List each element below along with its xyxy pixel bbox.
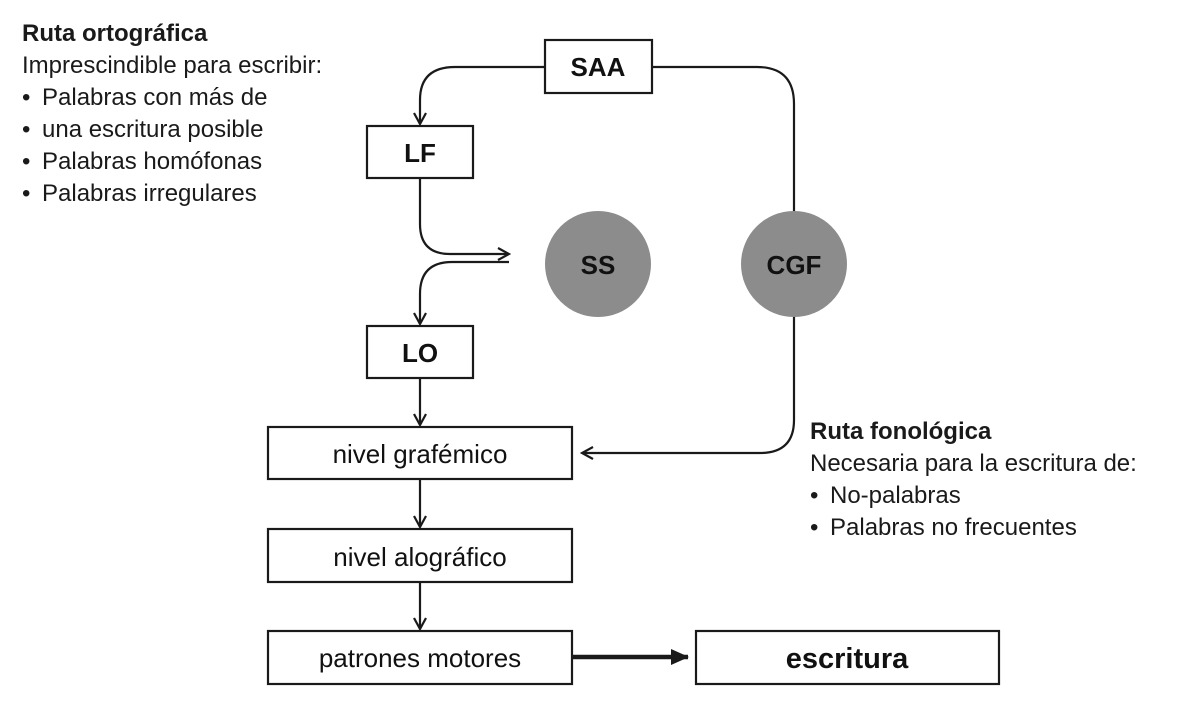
- node-cgf: CGF: [741, 211, 847, 317]
- arrow-ss-junction-to-lo: [420, 260, 509, 324]
- node-lf-label: LF: [404, 138, 436, 168]
- node-ss: SS: [545, 211, 651, 317]
- node-nivel-alografico: nivel alográfico: [266, 527, 574, 584]
- node-escritura-label: escritura: [786, 643, 909, 675]
- ruta-fonologica-subtitle: Necesaria para la escritura de:: [810, 450, 1137, 477]
- ruta-ortografica-title: Ruta ortográfica: [22, 20, 208, 47]
- node-saa: SAA: [543, 38, 654, 95]
- ruta-ortografica-subtitle: Imprescindible para escribir:: [22, 52, 323, 79]
- node-lo-label: LO: [402, 338, 438, 368]
- node-patrones-motores-label: patrones motores: [319, 643, 521, 673]
- arrow-saa-to-lf: [420, 65, 545, 124]
- node-ss-label: SS: [581, 250, 616, 280]
- ruta-fonologica-bullet: Palabras no frecuentes: [810, 512, 1190, 544]
- node-nivel-alografico-label: nivel alográfico: [333, 542, 506, 572]
- node-lo: LO: [365, 324, 475, 380]
- line-saa-to-cgf: [652, 65, 796, 212]
- node-nivel-grafemico-label: nivel grafémico: [333, 439, 508, 469]
- node-cgf-label: CGF: [767, 250, 822, 280]
- node-lf: LF: [365, 124, 475, 180]
- ruta-fonologica-panel: Ruta fonológica Necesaria para la escrit…: [810, 416, 1190, 544]
- node-patrones-motores: patrones motores: [266, 629, 574, 686]
- ruta-ortografica-bullet: Palabras irregulares: [22, 178, 382, 210]
- ruta-ortografica-list: Palabras con más de una escritura posibl…: [22, 82, 382, 210]
- node-saa-label: SAA: [571, 52, 626, 82]
- ruta-ortografica-bullet: Palabras con más de: [22, 82, 382, 114]
- node-escritura: escritura: [694, 629, 1001, 686]
- arrow-lf-to-ss-junction: [418, 178, 509, 254]
- ruta-fonologica-bullet: No-palabras: [810, 480, 1190, 512]
- ruta-ortografica-bullet-continuation: una escritura posible: [22, 114, 382, 146]
- ruta-ortografica-bullet: Palabras homófonas: [22, 146, 382, 178]
- ruta-fonologica-title: Ruta fonológica: [810, 418, 992, 445]
- arrow-cgf-to-grafemico: [582, 316, 796, 453]
- ruta-fonologica-list: No-palabras Palabras no frecuentes: [810, 480, 1190, 544]
- node-nivel-grafemico: nivel grafémico: [266, 425, 574, 481]
- ruta-ortografica-panel: Ruta ortográfica Imprescindible para esc…: [22, 18, 382, 210]
